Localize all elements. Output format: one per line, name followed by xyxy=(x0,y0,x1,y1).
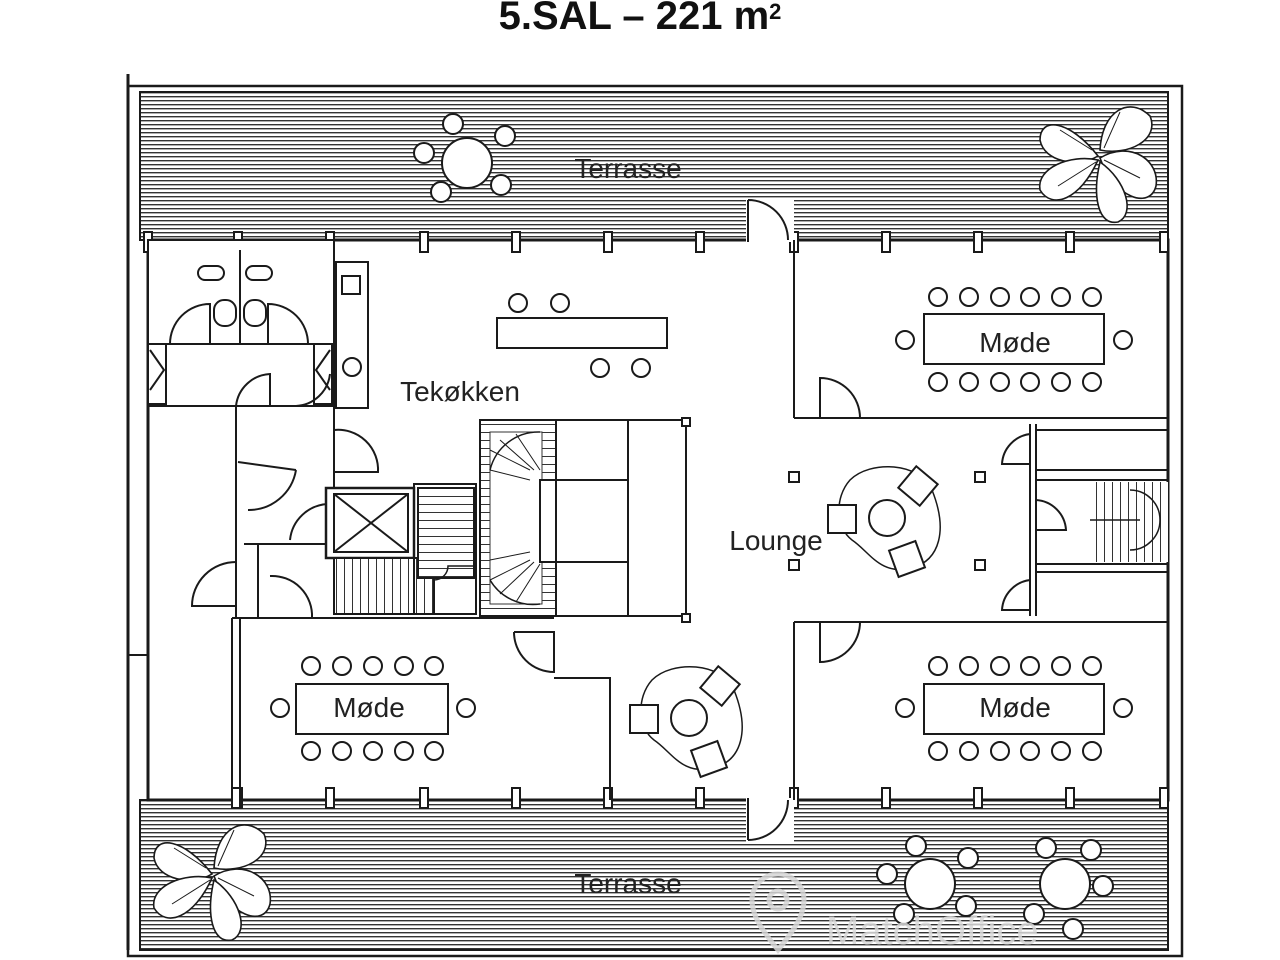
watermark-text: MatchOffice xyxy=(826,909,1039,953)
watermark: MatchOffice xyxy=(749,871,1039,955)
meeting-table-bottom-right xyxy=(923,683,1105,735)
terrace-bottom-label: Terrasse xyxy=(574,868,681,899)
title-superscript: 2 xyxy=(769,0,782,24)
terrace-bottom-area xyxy=(139,799,1169,951)
terrace-table-bottom-1 xyxy=(904,858,956,910)
meeting-top-right-label: Møde xyxy=(979,327,1051,358)
plant-icon-bottom-left xyxy=(153,824,272,942)
lounge-label: Lounge xyxy=(729,525,822,556)
title-text: 5.SAL – 221 m xyxy=(498,0,770,38)
terrace-table-bottom-2 xyxy=(1039,858,1091,910)
meeting-table-top-right xyxy=(923,313,1105,365)
terrace-top-label: Terrasse xyxy=(574,153,681,184)
meeting-bottom-left-label: Møde xyxy=(333,692,405,723)
kitchen-label: Tekøkken xyxy=(400,376,520,407)
meeting-bottom-right-label: Møde xyxy=(979,692,1051,723)
kitchen-island xyxy=(496,317,668,349)
location-pin-icon xyxy=(749,871,807,955)
terrace-table-top xyxy=(441,137,493,189)
meeting-table-bottom-left xyxy=(295,683,449,735)
plant-icon-top-right xyxy=(1039,106,1158,224)
page-title: 5.SAL – 221 m2 xyxy=(0,0,1280,38)
room-labels: Terrasse Terrasse Tekøkken Lounge Møde M… xyxy=(333,153,1051,899)
